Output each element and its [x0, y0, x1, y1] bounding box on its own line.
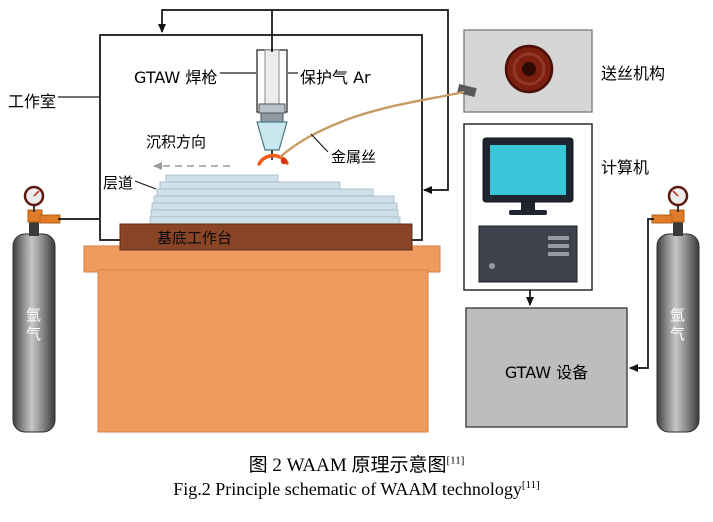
caption-en-ref: [11] [521, 479, 540, 491]
computer-unit [463, 123, 593, 291]
vent-slot [548, 236, 569, 240]
caption-zh-text: 图 2 WAAM 原理示意图 [248, 455, 447, 476]
argon-label-left: 氩气 [25, 306, 41, 343]
tower-vents [489, 236, 569, 269]
spool-hole [522, 62, 536, 76]
vent-slot [548, 244, 569, 248]
layer-slab [153, 195, 395, 204]
monitor-base [509, 210, 547, 215]
computer-label: 计算机 [601, 158, 650, 177]
gauge-needle [33, 190, 40, 197]
metal-wire-curve [279, 90, 465, 158]
layers-label: 层道 [103, 174, 134, 192]
layer-slab [150, 209, 399, 218]
cylinder-neck [29, 212, 39, 236]
wire-feeder-label: 送丝机构 [601, 64, 666, 83]
substrate-label: 基底工作台 [157, 229, 233, 247]
gtaw-torch [256, 49, 289, 166]
caption-zh: 图 2 WAAM 原理示意图[11] [0, 450, 713, 477]
torch-band [258, 103, 286, 114]
wire-exit-nozzle [457, 83, 477, 98]
monitor-stand [521, 202, 535, 211]
table-body [97, 269, 429, 433]
monitor-screen [490, 145, 566, 195]
gtaw-equipment-box [465, 307, 628, 428]
caption-en: Fig.2 Principle schematic of WAAM techno… [0, 479, 713, 500]
layer-slab [159, 181, 341, 190]
wire-feeder-unit [457, 29, 593, 113]
argon-cylinder-right [651, 185, 700, 433]
torch-nozzle [256, 121, 288, 151]
work-table [83, 245, 441, 433]
diagram-canvas [12, 9, 700, 433]
torch-label: GTAW 焊枪 [134, 68, 218, 87]
gtaw-unit-label: GTAW 设备 [504, 363, 589, 382]
wire-label-pointer [310, 133, 329, 153]
argon-cylinder-left [12, 185, 61, 433]
argon-to-gtaw-arrow [629, 218, 654, 372]
arc-spot [280, 157, 288, 165]
valve-outlet-pipe [39, 214, 61, 224]
connectors [58, 9, 654, 372]
caption-zh-ref: [11] [446, 454, 465, 467]
gauge-needle [672, 190, 679, 197]
chamber-label: 工作室 [8, 92, 57, 111]
argon-label-right: 氩气 [669, 306, 685, 343]
spool-ring [512, 52, 546, 86]
layer-slab [156, 188, 374, 197]
valve-outlet-pipe [651, 214, 673, 224]
layer-slab [151, 202, 398, 211]
layer-slab [149, 216, 401, 225]
label-pointers [58, 72, 329, 190]
substrate-worktable [119, 223, 413, 251]
chamber-top-feed-arrow [158, 9, 272, 33]
chamber-side-feed-arrow [272, 9, 449, 194]
shield-gas-label: 保护气 Ar [300, 68, 371, 87]
layers-label-pointer [134, 180, 157, 190]
deposition-direction-label: 沉积方向 [146, 133, 207, 151]
power-button-icon [489, 263, 495, 269]
metal-wire-label: 金属丝 [331, 148, 377, 166]
vent-slot [548, 252, 569, 256]
cylinder-neck [673, 212, 683, 236]
torch-collar [260, 112, 284, 123]
computer-tower [478, 225, 578, 283]
torch-inner [264, 49, 280, 113]
layer-slab [165, 174, 279, 183]
caption-en-text: Fig.2 Principle schematic of WAAM techno… [173, 479, 522, 499]
